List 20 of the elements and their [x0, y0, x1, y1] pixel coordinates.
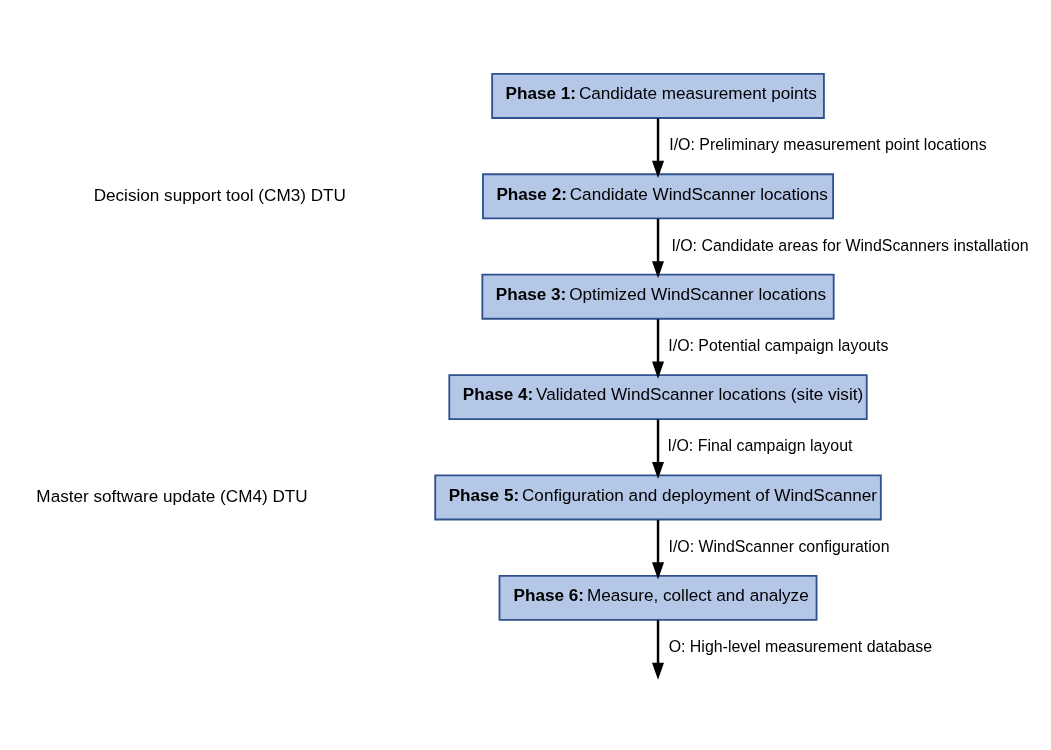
edge-label: I/O: Potential campaign layouts [668, 336, 889, 354]
arrow [652, 519, 665, 579]
arrow [652, 218, 665, 278]
arrow [652, 419, 665, 479]
label: Decision support tool (CM3) DTU [93, 184, 346, 205]
node-box: Phase 1: Candidate measurement points [491, 72, 825, 119]
edge-label: I/O: Preliminary measurement point locations [669, 135, 987, 153]
node-box: Phase 4: Validated WindScanner locations (site visit) [448, 373, 868, 420]
node-box: Phase 5: Configuration and deployment of WindScanner [434, 474, 882, 520]
edge-label: I/O: Candidate areas for WindScanners installation [671, 236, 1029, 254]
edge-label: I/O: Final campaign layout [667, 436, 853, 454]
arrow [652, 318, 665, 379]
node-box: Phase 6: Measure, collect and analyze [498, 574, 818, 621]
node-box: Phase 2: Candidate WindScanner locations [482, 172, 834, 219]
arrow [652, 619, 665, 680]
arrow [652, 117, 665, 178]
edge-label: I/O: WindScanner configuration [668, 537, 890, 555]
edge-label: O: High-level measurement database [668, 637, 933, 655]
node-box: Phase 3: Optimized WindScanner locations [481, 273, 835, 320]
label: Master software update (CM4) DTU [36, 485, 308, 506]
